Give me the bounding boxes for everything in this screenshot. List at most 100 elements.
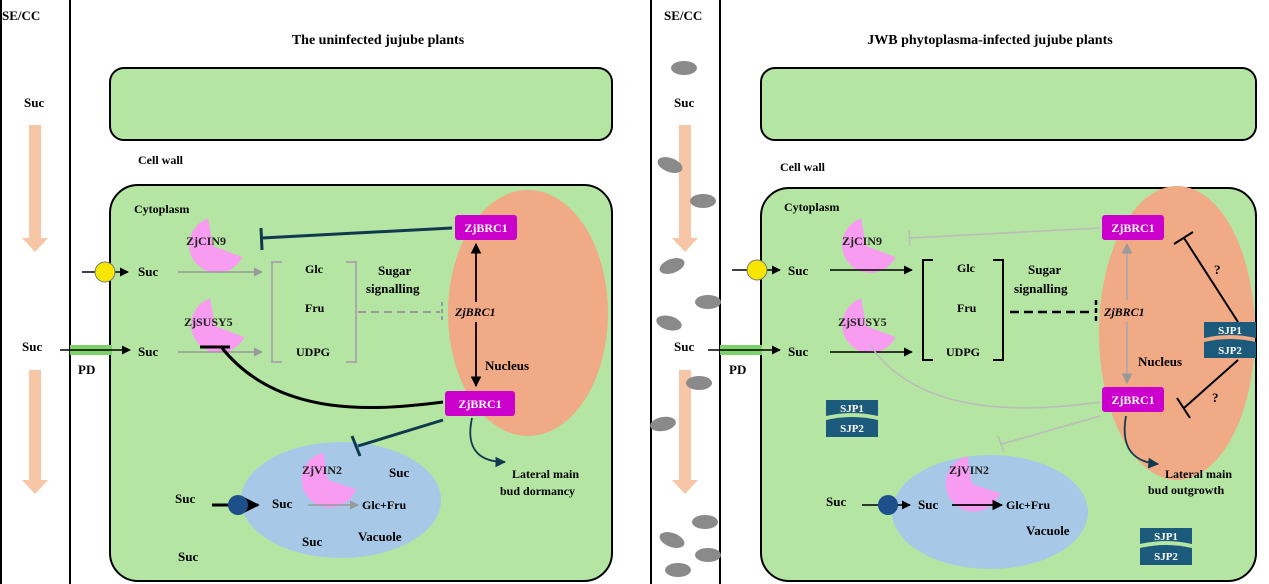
- sjp2-label: SJP2: [1154, 551, 1178, 563]
- left-nucleus-label: Nucleus: [485, 358, 529, 373]
- phytoplasma-icon: [690, 194, 716, 208]
- right-sjp-inhibit-top-bar: [1173, 231, 1194, 245]
- left-fru: Fru: [305, 301, 325, 315]
- right-glc: Glc: [957, 261, 976, 275]
- sjp1-label: SJP1: [1154, 531, 1178, 543]
- left-zjbrc1-bottom-box: [445, 391, 515, 416]
- right-transport-arrow-top: [672, 125, 698, 252]
- left-glcfru: Glc+Fru: [362, 498, 406, 512]
- left-bracket-left: [271, 261, 282, 363]
- left-inhibit-cin9-line: [261, 226, 453, 240]
- right-question1: ?: [1214, 262, 1221, 277]
- left-zjvin2-label: ZjVIN2: [302, 463, 342, 477]
- left-inhibit-vin2-line: [357, 418, 444, 448]
- right-cytoplasm-label: Cytoplasm: [784, 200, 839, 214]
- left-title: The uninfected jujube plants: [292, 33, 465, 48]
- left-zjsusy5-label: ZjSUSY5: [184, 315, 233, 329]
- sjp2-label: SJP2: [840, 423, 864, 435]
- left-nucleus: [448, 190, 608, 436]
- left-vac-suc-left: Suc: [272, 496, 292, 511]
- sjp1-label: SJP1: [840, 403, 864, 415]
- phytoplasma-icon: [695, 295, 721, 309]
- phytoplasma-icon: [665, 563, 691, 577]
- right-zjcin9-enzyme-icon: [842, 218, 896, 273]
- right-zjbrc1-bottom: ZjBRC1: [1111, 393, 1154, 407]
- right-question2: ?: [1212, 390, 1219, 405]
- right-vacuole-label: Vacuole: [1026, 523, 1070, 538]
- phytoplasma-group: [650, 61, 721, 577]
- phytoplasma-icon: [692, 515, 718, 529]
- right-nucleus-label: Nucleus: [1138, 354, 1182, 369]
- left-udpg: UDPG: [296, 345, 330, 359]
- right-zjbrc1-top: ZjBRC1: [1111, 221, 1154, 235]
- phytoplasma-icon: [659, 258, 685, 274]
- sjp-complex-cytoplasm: SJP1 SJP2: [826, 400, 878, 437]
- right-inhibit-cin9-line: [909, 227, 1101, 239]
- right-sucrose-transporter-icon: [746, 259, 768, 281]
- left-vac-suc-bottom: Suc: [302, 534, 322, 549]
- left-vacuole-transporter-icon: [228, 495, 248, 515]
- left-inhibit-cin9-bar: [259, 227, 264, 251]
- right-sjp-inhibit-bottom-line: [1183, 359, 1239, 409]
- right-zjvin2-enzyme-icon: [945, 456, 1001, 512]
- left-suc-in1: Suc: [138, 264, 158, 279]
- left-zjbrc1-top-box: [455, 215, 517, 240]
- left-zjvin2-enzyme-icon: [301, 452, 357, 508]
- right-bracket-right: [993, 259, 1004, 361]
- left-zjsusy5-enzyme-icon: [191, 298, 245, 353]
- left-cytoplasm-label: Cytoplasm: [134, 202, 189, 216]
- left-vacuole-label: Vacuole: [358, 529, 402, 544]
- right-pd-label: PD: [729, 362, 746, 377]
- phytoplasma-icon: [671, 61, 697, 75]
- right-glcfru: Glc+Fru: [1006, 498, 1050, 512]
- right-zjsusy5-label: ZjSUSY5: [838, 315, 887, 329]
- left-bracket-right: [346, 261, 357, 363]
- right-cell-wall-label: Cell wall: [780, 160, 826, 174]
- right-inhibit-susy5-line: [869, 344, 1101, 409]
- left-suc-outer: Suc: [22, 339, 42, 354]
- right-cell-wall-box: [760, 67, 1257, 141]
- left-transport-arrow-bottom: [22, 370, 48, 494]
- left-outcome2: bud dormancy: [500, 484, 575, 498]
- left-cell-wall-label: Cell wall: [138, 153, 184, 167]
- sjp-complex-nucleus: SJP1 SJP2: [1204, 322, 1256, 358]
- right-vac-suc: Suc: [918, 497, 938, 512]
- phytoplasma-icon: [695, 548, 721, 562]
- left-zjbrc1-top: ZjBRC1: [464, 221, 507, 235]
- left-outcome-arrow: [469, 417, 507, 468]
- phytoplasma-icon: [657, 157, 683, 173]
- left-zjbrc1-gene: ZjBRC1: [454, 305, 496, 319]
- left-sieve-label: SE/CC: [2, 8, 40, 23]
- right-suc-in2: Suc: [788, 344, 808, 359]
- left-sugar-label: Sugar: [378, 263, 411, 278]
- phytoplasma-icon: [659, 532, 685, 548]
- right-zjbrc1-gene: ZjBRC1: [1103, 305, 1145, 319]
- right-sugar-label: Sugar: [1028, 262, 1061, 277]
- left-suc-outside: Suc: [175, 491, 195, 506]
- left-zjcin9-label: ZjCIN9: [186, 234, 226, 248]
- right-outcome1: Lateral main: [1165, 467, 1232, 481]
- right-vacuole: [892, 455, 1088, 569]
- right-sjp2: SJP2: [1218, 345, 1242, 357]
- phytoplasma-icon: [650, 416, 676, 432]
- right-zjbrc1-top-box: [1102, 215, 1164, 240]
- right-sieve-label: SE/CC: [664, 8, 702, 23]
- right-sjp-inhibit-bottom-bar: [1176, 397, 1191, 419]
- sjp-complex-corner: SJP1 SJP2: [1140, 528, 1192, 565]
- left-suc-bottom: Suc: [178, 549, 198, 564]
- left-signalling-label: signalling: [366, 281, 420, 296]
- right-zjvin2-label: ZjVIN2: [949, 463, 989, 477]
- right-zjcin9-label: ZjCIN9: [842, 234, 882, 248]
- left-inhibit-susy5-line: [220, 347, 444, 410]
- left-inhibit-vin2-bar: [350, 435, 362, 457]
- phytoplasma-icon: [656, 315, 682, 331]
- left-outcome1: Lateral main: [512, 467, 579, 481]
- right-suc-top: Suc: [674, 95, 694, 110]
- right-vacuole-transporter-icon: [878, 495, 898, 515]
- left-pd-label: PD: [78, 362, 95, 377]
- left-sucrose-transporter-icon: [94, 261, 116, 283]
- right-zjsusy5-enzyme-icon: [842, 298, 896, 353]
- right-title: JWB phytoplasma-infected jujube plants: [867, 33, 1113, 48]
- left-vac-suc-right: Suc: [389, 465, 409, 480]
